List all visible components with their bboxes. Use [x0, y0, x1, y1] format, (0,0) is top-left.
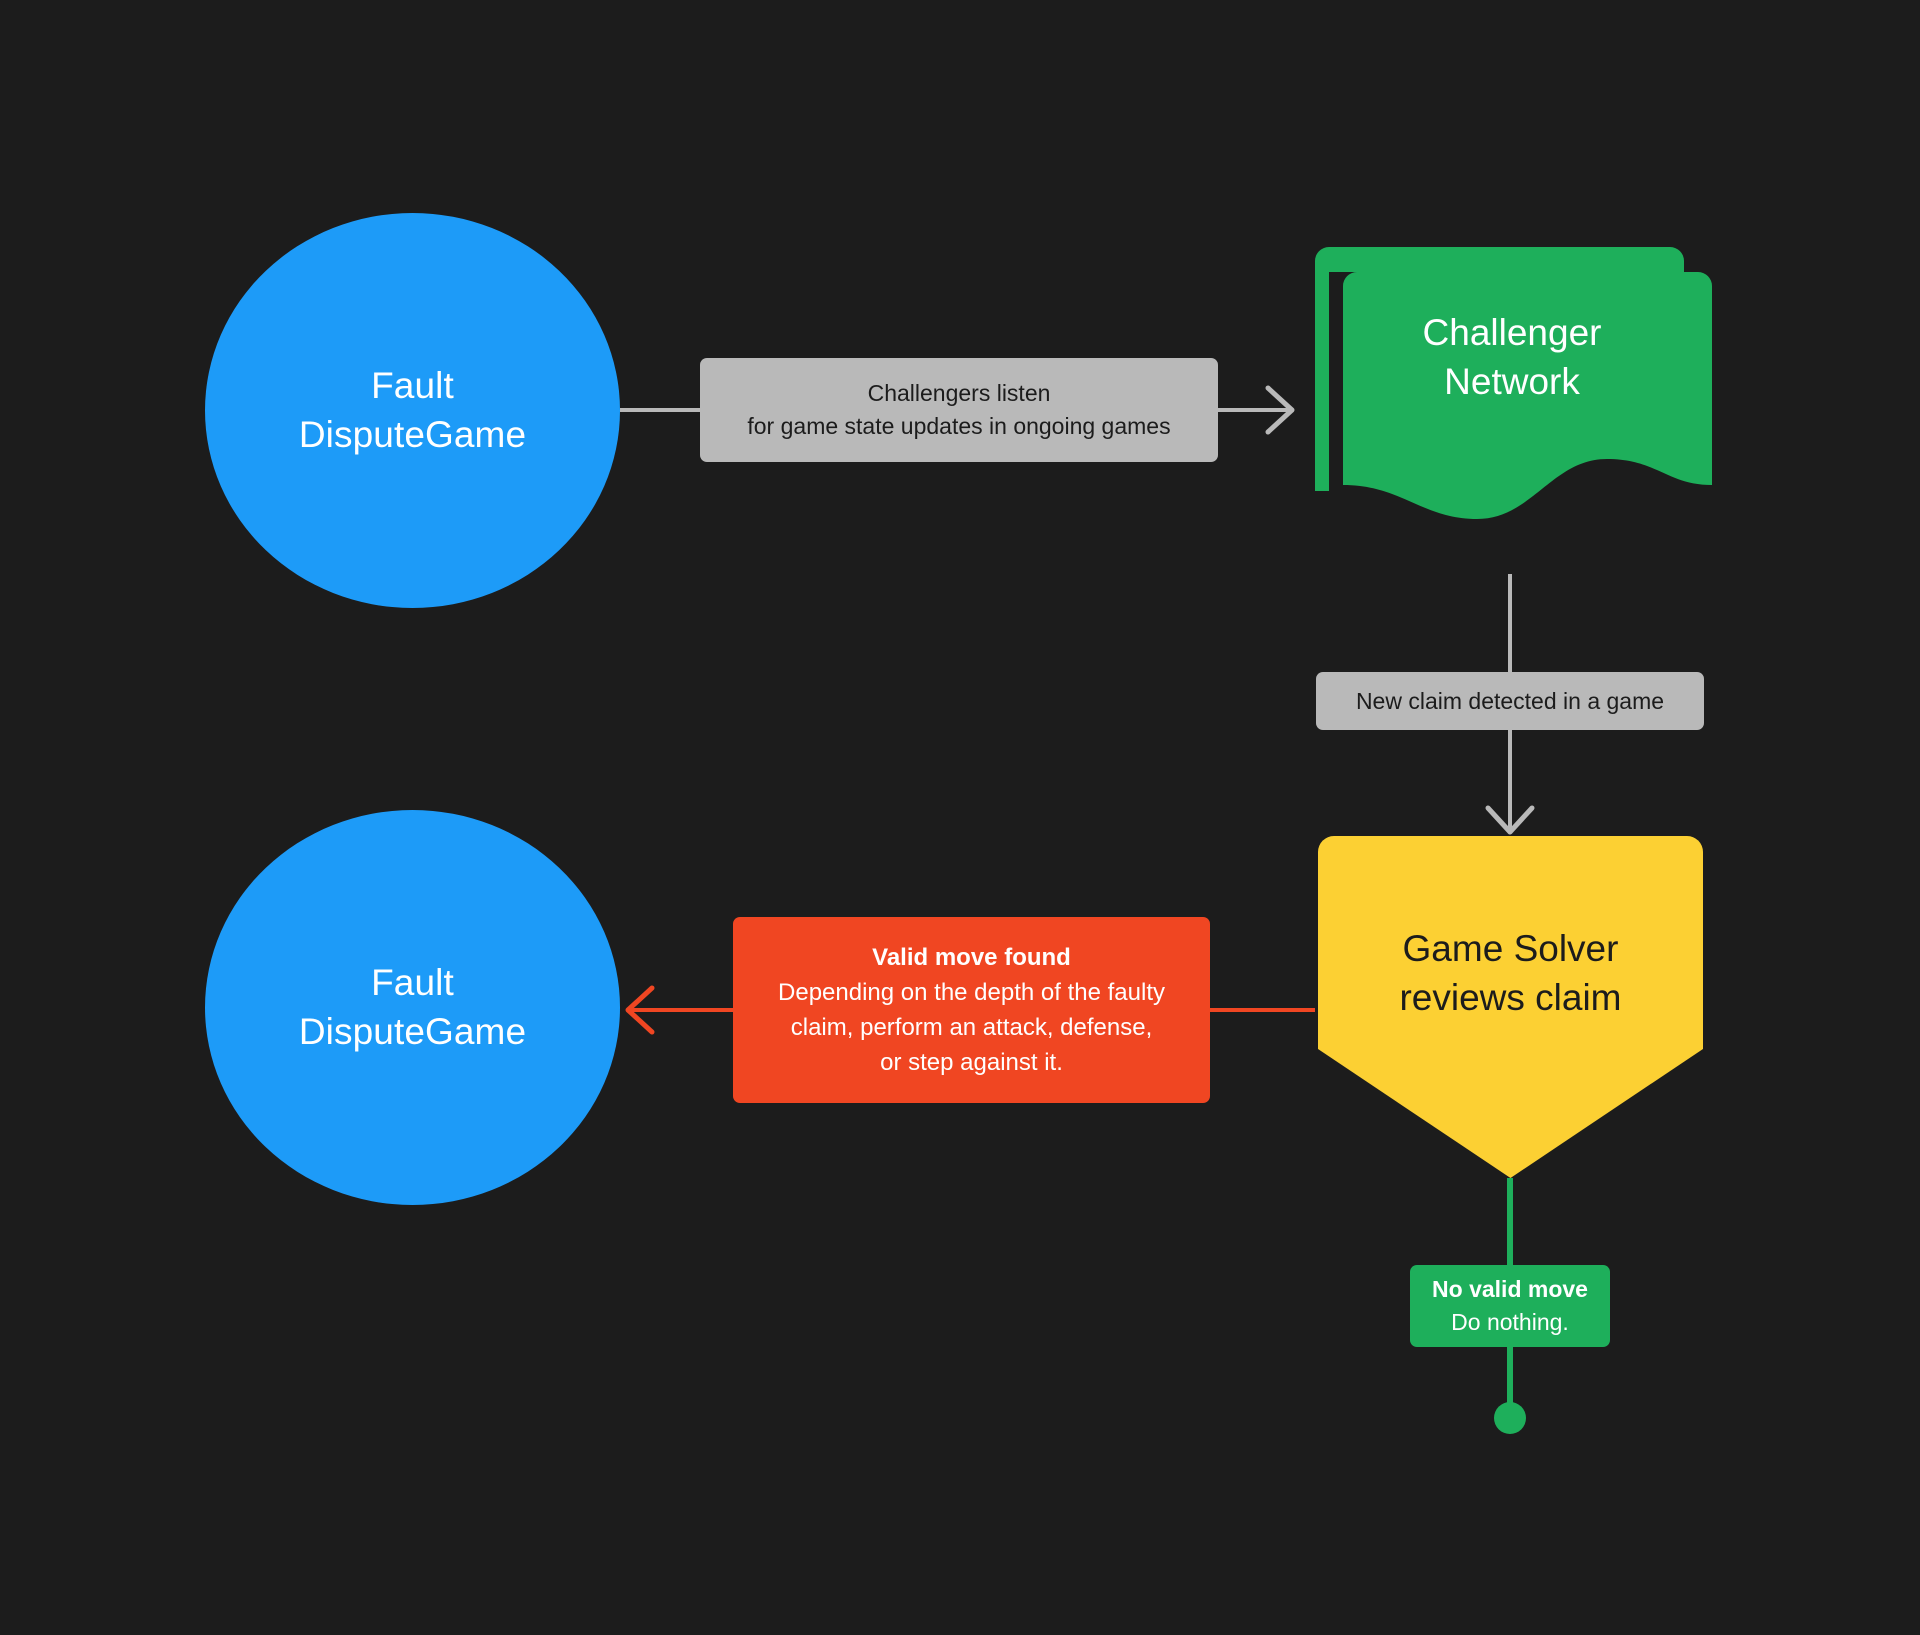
arrowhead-left-icon	[625, 985, 655, 1035]
edge-label-listen-line1: Challengers listen	[867, 380, 1051, 407]
node-label-line2: DisputeGame	[298, 1010, 527, 1052]
node-label-line1: Fault	[371, 365, 454, 407]
node-game-solver[interactable]: Game Solver reviews claim	[1318, 836, 1703, 1178]
edge-label-no-valid-move: No valid move Do nothing.	[1410, 1265, 1610, 1347]
arrowhead-down-icon	[1485, 805, 1535, 835]
edge-label-valid-move-line1: Depending on the depth of the faulty	[778, 978, 1165, 1006]
pentagon-down-shape-icon	[1318, 836, 1703, 1178]
arrowhead-right-icon	[1265, 385, 1295, 435]
node-label-line2: DisputeGame	[298, 413, 527, 455]
edge-label-new-claim: New claim detected in a game	[1316, 672, 1704, 730]
edge-label-valid-move-line2: claim, perform an attack, defense,	[790, 1014, 1153, 1041]
node-label-line1: Fault	[371, 962, 454, 1004]
node-fault-dispute-game-top-label: Fault DisputeGame	[299, 362, 526, 458]
edge-label-new-claim-line1: New claim detected in a game	[1355, 687, 1665, 714]
node-fault-dispute-game-bottom-label: Fault DisputeGame	[299, 959, 526, 1055]
node-fault-dispute-game-bottom[interactable]: Fault DisputeGame	[205, 810, 620, 1205]
edge-label-listen: Challengers listen for game state update…	[700, 358, 1218, 462]
edge-label-no-valid-move-heading: No valid move	[1432, 1275, 1588, 1302]
terminal-dot-icon	[1494, 1402, 1526, 1434]
multi-document-shape-icon	[1315, 247, 1712, 519]
doc-front-layer	[1343, 272, 1712, 519]
pentagon-body	[1318, 836, 1703, 1178]
edge-label-valid-move-heading: Valid move found	[872, 943, 1071, 971]
edge-label-valid-move: Valid move found Depending on the depth …	[733, 917, 1210, 1103]
edge-label-listen-line2: for game state updates in ongoing games	[747, 413, 1171, 439]
edge-label-valid-move-line3: or step against it.	[880, 1049, 1063, 1077]
edge-label-no-valid-move-line1: Do nothing.	[1451, 1309, 1569, 1335]
node-fault-dispute-game-top[interactable]: Fault DisputeGame	[205, 213, 620, 608]
node-challenger-network[interactable]: Challenger Network	[1307, 247, 1717, 572]
